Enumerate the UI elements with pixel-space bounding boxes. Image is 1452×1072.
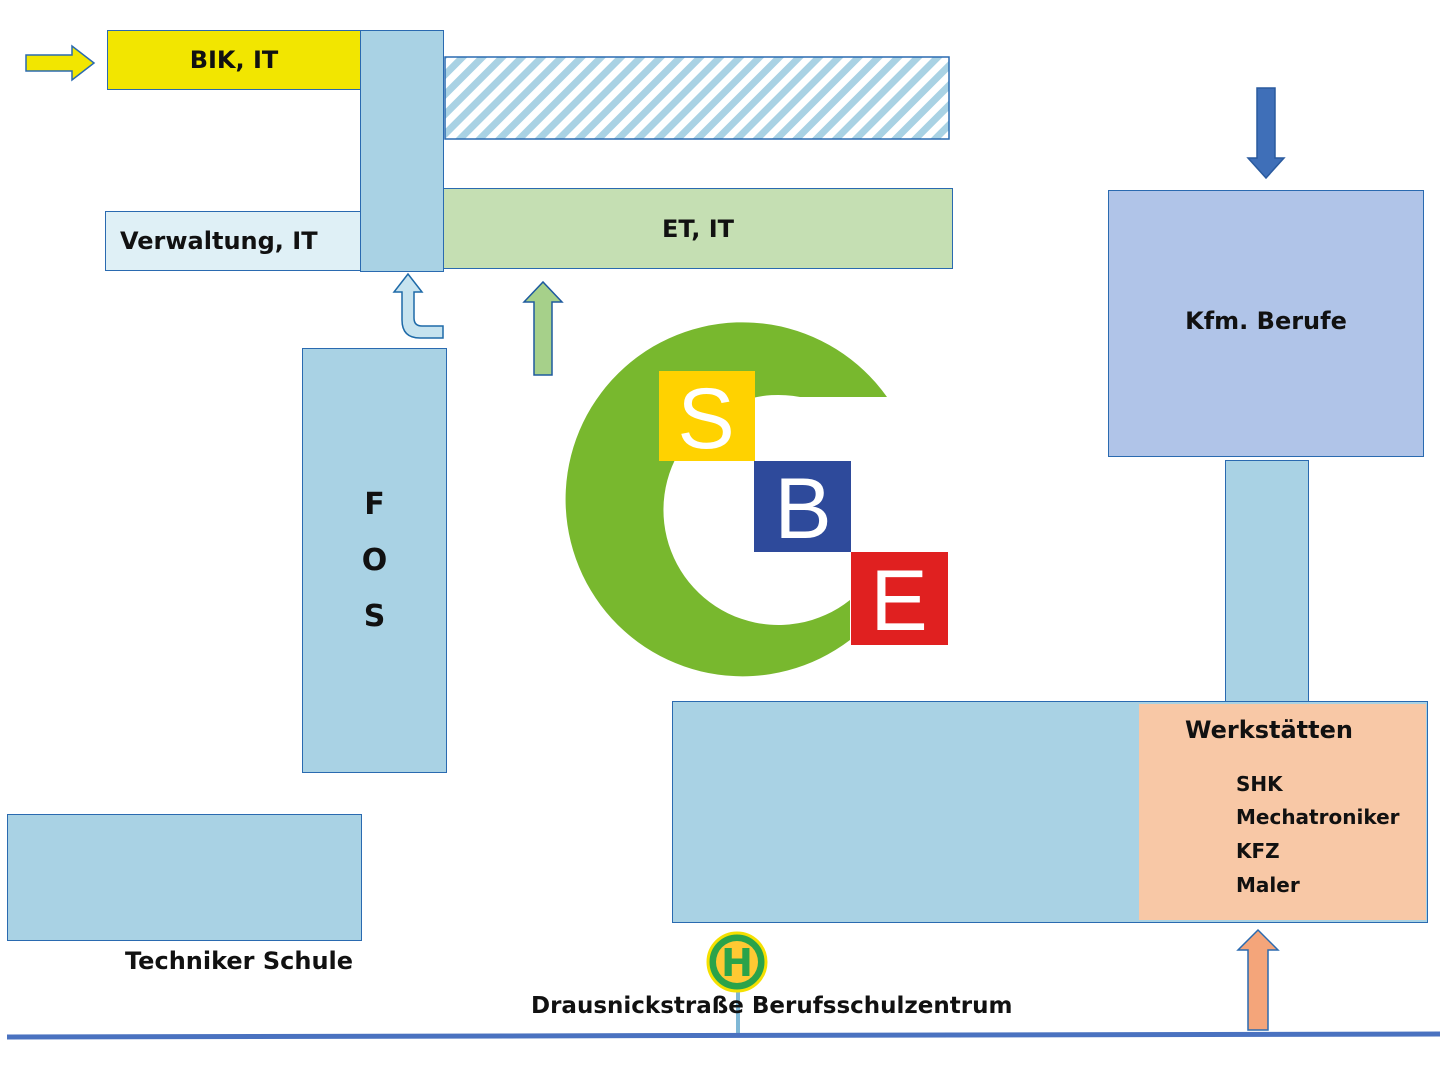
werkstatt-item: KFZ bbox=[1236, 839, 1280, 863]
building-werkstaetten[interactable]: Werkstätten SHK Mechatroniker KFZ Maler bbox=[1139, 704, 1426, 920]
building-kfm[interactable]: Kfm. Berufe bbox=[1108, 190, 1424, 457]
logo-letter-b: B bbox=[774, 461, 831, 557]
building-bik[interactable]: BIK, IT bbox=[107, 30, 361, 90]
building-connector-kfm bbox=[1225, 460, 1309, 703]
werkstatt-item: Maler bbox=[1236, 873, 1300, 897]
green-entrance-arrow-icon bbox=[522, 280, 564, 376]
building-et-label: ET, IT bbox=[661, 214, 735, 243]
werkstatt-item: SHK bbox=[1236, 772, 1283, 796]
fos-letter-f: F bbox=[364, 486, 385, 522]
building-connector bbox=[360, 30, 444, 272]
building-et[interactable]: ET, IT bbox=[443, 188, 953, 269]
logo-letter-s: S bbox=[677, 371, 734, 467]
building-bik-label: BIK, IT bbox=[189, 46, 279, 74]
techniker-label: Techniker Schule bbox=[125, 947, 354, 975]
building-verwaltung[interactable]: Verwaltung, IT bbox=[105, 211, 361, 271]
building-techniker[interactable] bbox=[7, 814, 362, 941]
uturn-arrow-icon bbox=[392, 272, 444, 339]
bus-stop-symbol: H bbox=[721, 941, 753, 985]
sbe-logo: S B E bbox=[565, 322, 948, 677]
orange-entrance-arrow-icon bbox=[1236, 928, 1280, 1031]
fos-letter-o: O bbox=[361, 542, 388, 578]
building-fos[interactable]: F O S bbox=[302, 348, 447, 773]
werkstatt-item: Mechatroniker bbox=[1236, 805, 1400, 829]
building-kfm-label: Kfm. Berufe bbox=[1185, 307, 1347, 335]
bus-stop-name: Drausnickstraße Berufsschulzentrum bbox=[531, 993, 1013, 1019]
logo-letter-e: E bbox=[870, 553, 927, 649]
building-verwaltung-label: Verwaltung, IT bbox=[120, 227, 318, 255]
fos-letter-s: S bbox=[363, 598, 386, 634]
werkstaetten-title: Werkstätten bbox=[1185, 716, 1353, 744]
hatched-building bbox=[444, 56, 950, 140]
yellow-entrance-arrow-icon bbox=[25, 44, 96, 82]
road-line bbox=[6, 1031, 1441, 1040]
bus-stop-icon: H bbox=[706, 931, 768, 993]
blue-entrance-arrow-icon bbox=[1246, 87, 1286, 180]
